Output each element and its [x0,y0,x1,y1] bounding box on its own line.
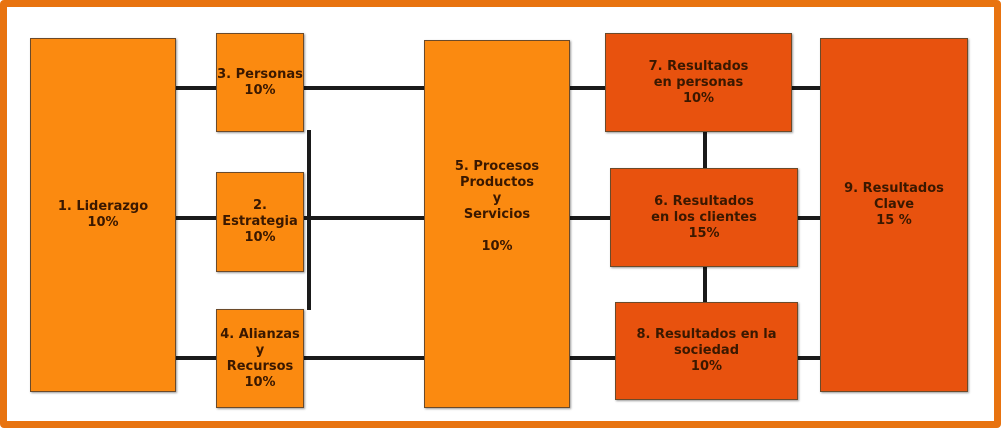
box-resultados-sociedad: 8. Resultados en la sociedad 10% [615,302,798,400]
box-personas: 3. Personas 10% [216,33,304,132]
box-procesos: 5. Procesos Productos y Servicios 10% [424,40,570,408]
box-estrategia: 2. Estrategia 10% [216,172,304,272]
connector-enablers-vertical [307,130,311,310]
box-liderazgo: 1. Liderazgo 10% [30,38,176,392]
box-alianzas-recursos: 4. Alianzas y Recursos 10% [216,309,304,408]
box-resultados-clave: 9. Resultados Clave 15 % [820,38,968,392]
box-resultados-clientes: 6. Resultados en los clientes 15% [610,168,798,267]
box-resultados-personas: 7. Resultados en personas 10% [605,33,792,132]
